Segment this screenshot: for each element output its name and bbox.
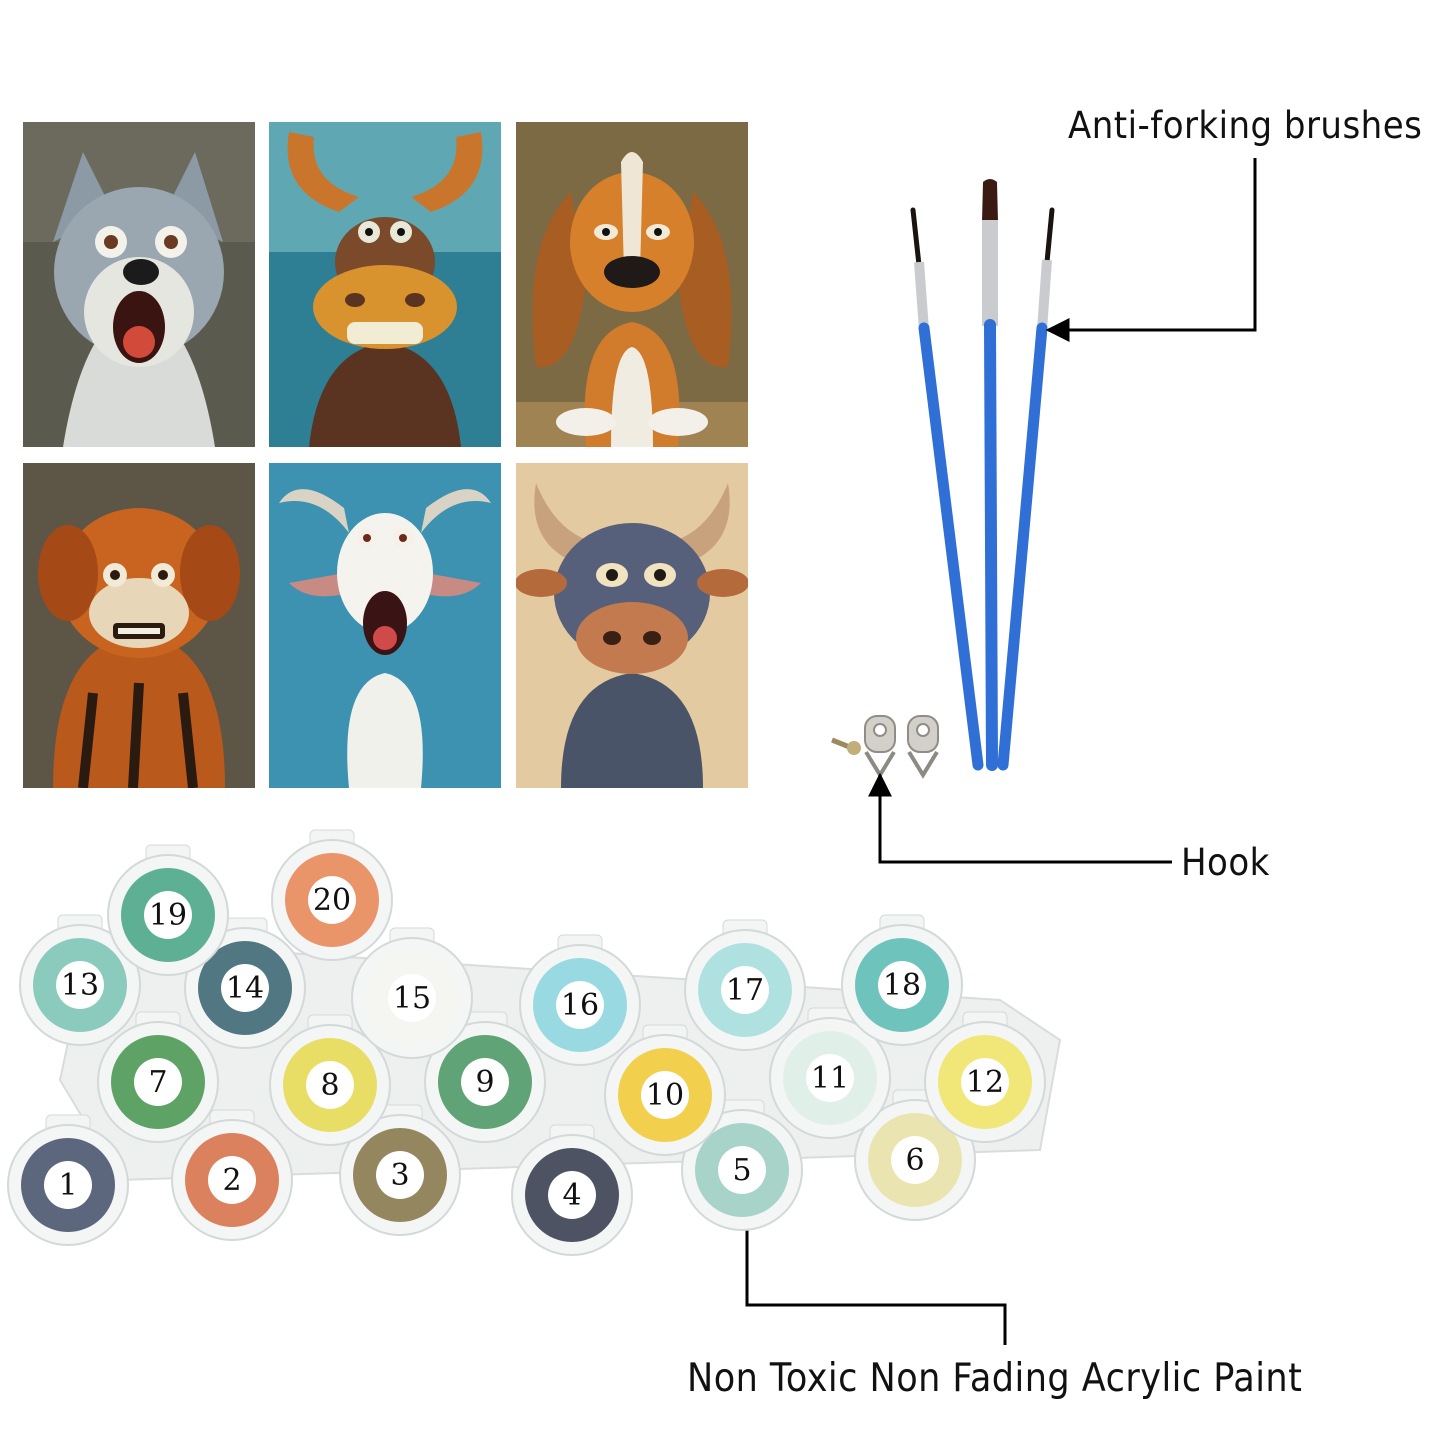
paint-pot-number: 4: [562, 1178, 581, 1213]
paint-label: Non Toxic Non Fading Acrylic Paint: [687, 1356, 1303, 1401]
paint-pot-number: 3: [390, 1158, 409, 1193]
paint-pot-number: 19: [149, 898, 187, 933]
paint-pot-number: 6: [905, 1143, 924, 1178]
paint-pot-11: 11: [769, 1007, 891, 1139]
paint-pot-20: 20: [271, 829, 393, 961]
paint-pot-8: 8: [269, 1014, 391, 1146]
brush-right: [997, 207, 1055, 771]
paint-pot-number: 16: [561, 988, 599, 1023]
paint-pot-7: 7: [97, 1011, 219, 1143]
paint-pot-number: 20: [313, 883, 351, 918]
paint-pot-5: 5: [681, 1099, 803, 1231]
paint-pot-10: 10: [604, 1024, 726, 1156]
hook-label: Hook: [1181, 841, 1270, 884]
paint-pot-number: 7: [148, 1065, 167, 1100]
hook-icon: [831, 715, 939, 779]
brush-left: [910, 207, 984, 771]
painting-dog: [516, 122, 748, 447]
brush-middle: [982, 179, 998, 771]
paint-pot-12: 12: [924, 1011, 1046, 1143]
goat-illustration: [269, 463, 501, 788]
paint-pot-9: 9: [424, 1011, 546, 1143]
paint-pot-number: 14: [226, 971, 264, 1006]
paint-pot-3: 3: [339, 1104, 461, 1236]
paint-pot-13: 13: [19, 914, 141, 1046]
paint-pot-number: 10: [646, 1078, 684, 1113]
paint-pot-number: 1: [58, 1168, 77, 1203]
paint-pot-14: 14: [184, 917, 306, 1049]
paint-pot-number: 12: [966, 1065, 1004, 1100]
paint-pot-15: 15: [351, 927, 473, 1059]
paint-pot-number: 11: [811, 1061, 849, 1096]
painting-tiger: [23, 463, 255, 788]
paint-pot-number: 13: [61, 968, 99, 1003]
wolf-illustration: [23, 122, 255, 447]
paint-pot-number: 17: [726, 973, 764, 1008]
paint-pot-number: 8: [320, 1068, 339, 1103]
painting-goat: [269, 463, 501, 788]
painting-bull: [516, 463, 748, 788]
painting-moose: [269, 122, 501, 447]
paint-pot-1: 1: [7, 1114, 129, 1246]
brushes-label: Anti-forking brushes: [1068, 104, 1423, 147]
paint-pot-number: 5: [732, 1153, 751, 1188]
paint-pot-number: 2: [222, 1163, 241, 1198]
paint-pot-4: 4: [511, 1124, 633, 1256]
paint-pot-number: 18: [883, 968, 921, 1003]
paint-pot-18: 18: [841, 914, 963, 1046]
paint-pot-17: 17: [684, 919, 806, 1051]
moose-illustration: [269, 122, 501, 447]
dog-illustration: [516, 122, 748, 447]
paint-pot-number: 15: [393, 981, 431, 1016]
paint-pot-6: 6: [854, 1089, 976, 1221]
paint-pot-2: 2: [171, 1109, 293, 1241]
paint-pot-number: 9: [475, 1065, 494, 1100]
painting-wolf: [23, 122, 255, 447]
bull-illustration: [516, 463, 748, 788]
tiger-illustration: [23, 463, 255, 788]
paint-pot-16: 16: [519, 934, 641, 1066]
brushes-callout-arrow: [1045, 158, 1257, 342]
paint-pot-19: 19: [107, 844, 229, 976]
